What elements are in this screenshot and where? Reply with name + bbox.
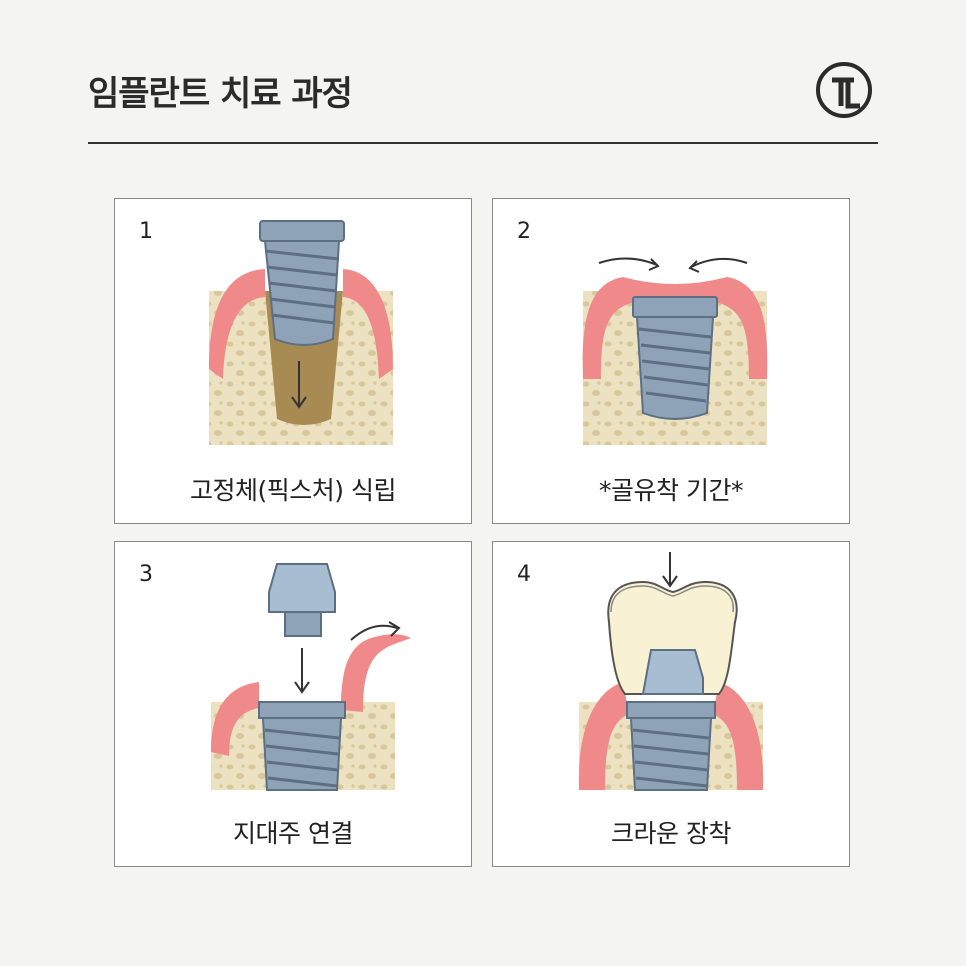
- crown-icon: [607, 580, 738, 695]
- page-title: 임플란트 치료 과정: [88, 74, 353, 114]
- step-number: 2: [517, 219, 531, 244]
- fixture-placement-illustration: [209, 220, 393, 445]
- abutment-icon: [268, 563, 336, 637]
- crown-placement-illustration: [578, 552, 764, 791]
- step-panel-4: 4 크라운 장착: [492, 541, 850, 867]
- down-arrow-icon: [291, 361, 307, 409]
- fixture-screw-icon: [258, 701, 346, 791]
- arrow-curved-icon: [350, 621, 401, 641]
- step-caption: 고정체(픽스처) 식립: [190, 476, 396, 505]
- step-number: 3: [139, 562, 153, 587]
- fixture-screw-icon: [626, 701, 716, 791]
- down-arrow-icon: [662, 552, 678, 588]
- abutment-icon: [641, 649, 704, 695]
- fixture-screw-icon: [632, 296, 718, 420]
- step-panel-2: 2 *골유착 기간*: [492, 198, 850, 524]
- arrow-left-icon: [688, 257, 748, 273]
- step-caption: 크라운 장착: [611, 819, 731, 848]
- step-panel-3: 3 지대주 연결: [114, 541, 472, 867]
- title-divider: [88, 142, 878, 144]
- step-panel-1: 1 고정체(픽스처) 식립: [114, 198, 472, 524]
- abutment-connection-illustration: [211, 563, 411, 791]
- step-caption: 지대주 연결: [233, 819, 353, 848]
- step-number: 4: [517, 562, 531, 587]
- osseointegration-illustration: [582, 257, 768, 445]
- brand-logo-icon: [816, 62, 872, 118]
- down-arrow-icon: [294, 648, 310, 694]
- arrow-right-icon: [598, 257, 660, 271]
- step-caption: *골유착 기간*: [599, 476, 743, 505]
- fixture-screw-icon: [259, 220, 345, 346]
- step-number: 1: [139, 219, 153, 244]
